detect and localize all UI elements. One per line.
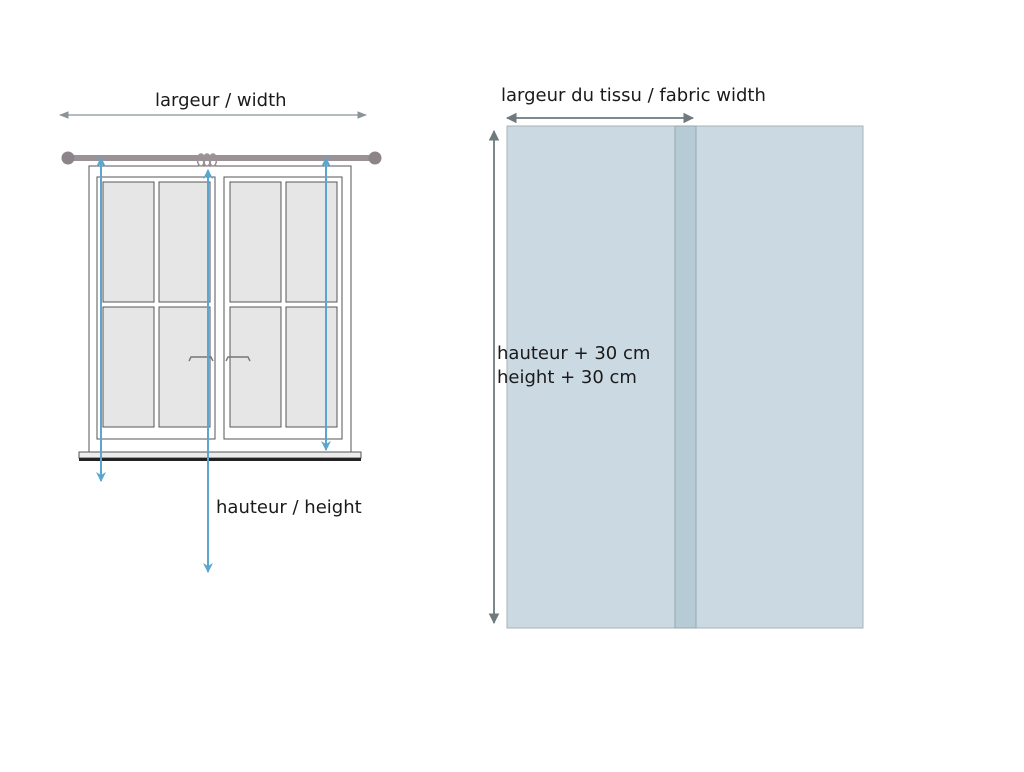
window-sill <box>78 451 362 461</box>
fabric-width-label: largeur du tissu / fabric width <box>501 85 766 106</box>
total-height-label-en: height + 30 cm <box>497 367 637 388</box>
height-label: hauteur / height <box>216 497 362 518</box>
curtain-rings <box>196 153 218 167</box>
window-frame <box>88 165 352 453</box>
width-label: largeur / width <box>155 90 287 111</box>
curtain-rod <box>61 151 382 165</box>
total-height-label-fr: hauteur + 30 cm <box>497 343 651 364</box>
fabric-panels <box>506 125 864 629</box>
